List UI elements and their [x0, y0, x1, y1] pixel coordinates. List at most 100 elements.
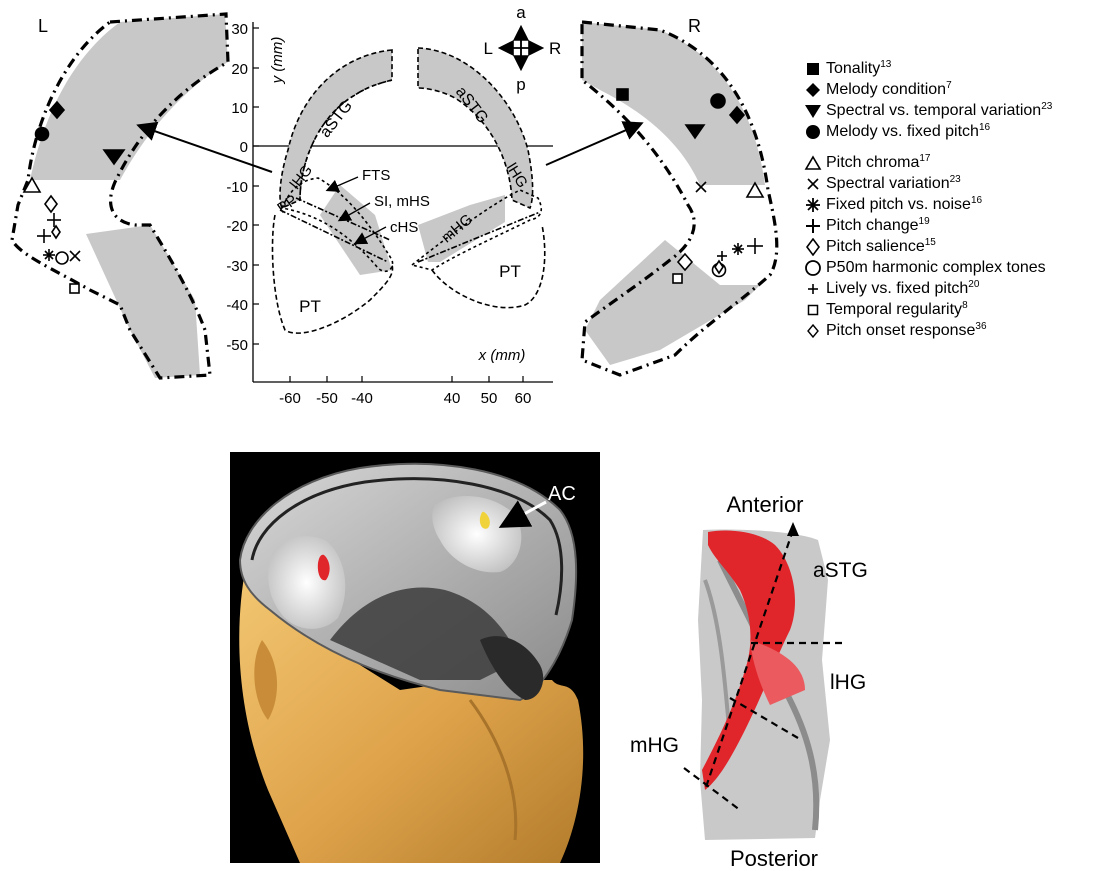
small-plus-icon: [800, 283, 826, 295]
compass-posterior: p: [516, 75, 525, 94]
y-axis-label: y (mm): [269, 37, 286, 85]
left-hemisphere-outline: [12, 14, 228, 378]
filled-diamond-icon: [800, 82, 826, 98]
y-tick: 30: [231, 21, 248, 38]
marker-melody-vs-fixed: [36, 128, 49, 141]
legend-label: Spectral vs. temporal variation: [826, 102, 1041, 119]
legend-item-pitch-salience: Pitch salience15: [800, 236, 1095, 257]
y-tick: 20: [231, 61, 248, 78]
legend-ref: 7: [946, 80, 952, 91]
x-tick: -50: [316, 390, 338, 407]
x-tick: -40: [351, 390, 373, 407]
x-tick: 60: [515, 390, 532, 407]
legend-item-lively-vs-fixed: Lively vs. fixed pitch20: [800, 278, 1095, 299]
marker-onset-response: [52, 226, 60, 238]
legend-label: Pitch change: [826, 217, 919, 234]
marker-temporal-regularity: [70, 284, 79, 293]
legend-item-pitch-onset: Pitch onset response36: [800, 320, 1095, 341]
x-axis-label: x (mm): [478, 347, 526, 364]
filled-triangle-down-icon: [800, 103, 826, 119]
y-tick: -30: [226, 258, 248, 275]
compass-right: R: [549, 39, 561, 58]
y-tick: 0: [240, 139, 248, 156]
marker-pitch-salience: [45, 196, 57, 212]
legend-ref: 13: [880, 59, 891, 70]
legend-label: Melody vs. fixed pitch: [826, 123, 979, 140]
legend-label: Lively vs. fixed pitch: [826, 280, 968, 297]
region-fts: FTS: [362, 167, 390, 184]
region-chs: cHS: [390, 219, 418, 236]
legend-ref: 16: [979, 122, 990, 133]
label-astg: aSTG: [813, 559, 868, 582]
hemisphere-label-right: R: [688, 16, 701, 36]
marker-melody-vs-fixed: [711, 94, 725, 108]
marker-tonality: [617, 89, 628, 100]
label-anterior: Anterior: [726, 492, 803, 517]
legend-ref: 16: [971, 195, 982, 206]
legend-ref: 19: [919, 216, 930, 227]
legend: Tonality13 Melody condition7 Spectral vs…: [800, 58, 1095, 341]
filled-circle-icon: [800, 124, 826, 140]
open-square-icon: [800, 304, 826, 316]
legend-item-tonality: Tonality13: [800, 58, 1095, 79]
legend-label: P50m harmonic complex tones: [826, 259, 1046, 276]
y-tick: -20: [226, 218, 248, 235]
head-render-panel: AC: [230, 452, 600, 863]
legend-item-fixed-vs-noise: Fixed pitch vs. noise16: [800, 194, 1095, 215]
orientation-compass: [501, 28, 541, 68]
marker-fixed-vs-noise: [732, 243, 744, 255]
legend-label: Spectral variation: [826, 175, 950, 192]
legend-item-spectral-temporal: Spectral vs. temporal variation23: [800, 100, 1095, 121]
cross-x-icon: [800, 177, 826, 191]
y-tick: 10: [231, 100, 248, 117]
marker-fixed-vs-noise: [43, 249, 55, 261]
y-tick: -50: [226, 337, 248, 354]
open-diamond-icon: [800, 238, 826, 256]
right-hemisphere-outline: [582, 22, 777, 375]
legend-item-pitch-change: Pitch change19: [800, 215, 1095, 236]
legend-label: Melody condition: [826, 81, 946, 98]
legend-ref: 23: [1041, 101, 1052, 112]
legend-label: Tonality: [826, 60, 880, 77]
legend-item-temporal-regularity: Temporal regularity8: [800, 299, 1095, 320]
legend-item-melody-condition: Melody condition7: [800, 79, 1095, 100]
legend-label: Pitch onset response: [826, 322, 975, 339]
region-pt-left: PT: [299, 297, 321, 316]
legend-item-melody-vs-fixed: Melody vs. fixed pitch16: [800, 121, 1095, 142]
x-tick: 50: [481, 390, 498, 407]
marker-temporal-regularity: [673, 274, 682, 283]
legend-ref: 23: [950, 174, 961, 185]
filled-square-icon: [800, 61, 826, 77]
y-tick: -40: [226, 297, 248, 314]
legend-item-pitch-chroma: Pitch chroma17: [800, 152, 1095, 173]
compass-left: L: [484, 39, 493, 58]
open-triangle-up-icon: [800, 155, 826, 171]
legend-ref: 8: [962, 300, 968, 311]
cortex-surface-panel: Anterior Posterior aSTG lHG mHG: [630, 492, 868, 871]
label-lhg: lHG: [830, 671, 866, 694]
hemisphere-mapping-arrows: [140, 124, 640, 172]
legend-ref: 36: [975, 321, 986, 332]
legend-label: Temporal regularity: [826, 301, 962, 318]
marker-pitch-chroma: [747, 183, 763, 197]
plus-icon: [800, 218, 826, 234]
legend-item-spectral-variation: Spectral variation23: [800, 173, 1095, 194]
small-open-diamond-icon: [800, 324, 826, 338]
legend-ref: 20: [968, 279, 979, 290]
region-pt-right: PT: [499, 262, 521, 281]
label-mhg: mHG: [630, 734, 679, 757]
legend-label: Fixed pitch vs. noise: [826, 196, 971, 213]
legend-ref: 17: [919, 153, 930, 164]
label-posterior: Posterior: [730, 846, 818, 871]
open-circle-icon: [800, 259, 826, 277]
ac-callout-label: AC: [548, 483, 576, 505]
legend-label: Pitch salience: [826, 238, 925, 255]
hemisphere-label-left: L: [38, 16, 48, 36]
y-tick: -10: [226, 179, 248, 196]
x-tick: -60: [279, 390, 301, 407]
marker-p50m: [56, 252, 68, 264]
legend-ref: 15: [925, 237, 936, 248]
legend-item-p50m: P50m harmonic complex tones: [800, 257, 1095, 278]
region-si-mhs: SI, mHS: [374, 193, 430, 210]
asterisk-icon: [800, 197, 826, 213]
